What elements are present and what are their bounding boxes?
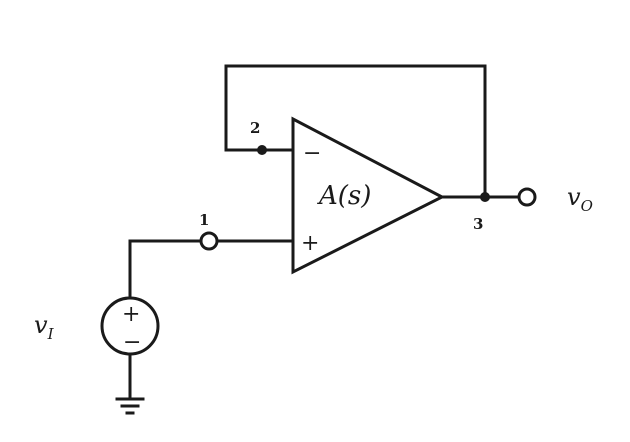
source-minus-sign: − <box>123 330 141 355</box>
node-1-label: 1 <box>199 211 209 229</box>
opamp-noninverting-sign: + <box>301 231 319 256</box>
opamp-triangle <box>291 116 446 275</box>
input-terminal <box>199 231 219 251</box>
ground-symbol <box>115 397 145 415</box>
opamp-gain-label: A(s) <box>317 181 371 211</box>
node-2-label: 2 <box>250 119 260 137</box>
feedback-wire <box>224 64 487 199</box>
voltage-source <box>100 296 160 356</box>
source-plus-sign: + <box>122 302 140 327</box>
input-voltage-label: vI <box>34 311 55 343</box>
source-wire <box>128 239 203 300</box>
node-2-dot <box>257 145 267 155</box>
node-3-label: 3 <box>473 215 483 233</box>
output-terminal <box>517 187 537 207</box>
output-voltage-label: vO <box>567 183 593 215</box>
node-3-dot <box>480 192 490 202</box>
opamp-inverting-sign: − <box>303 141 321 166</box>
